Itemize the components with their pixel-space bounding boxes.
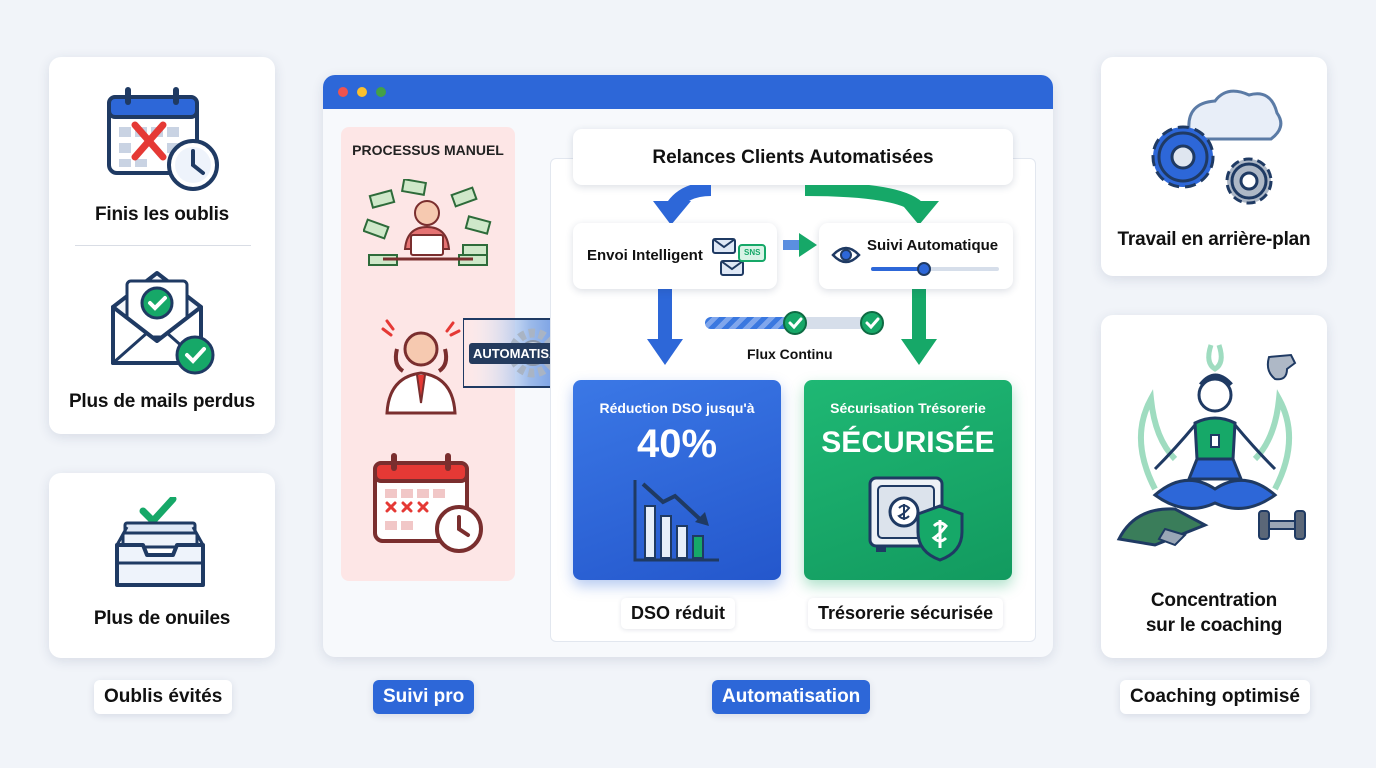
- calendar-overdue-icon: [373, 453, 485, 557]
- mail-sms-icon: [711, 235, 767, 279]
- follow-progress-track: [871, 267, 999, 271]
- card-title-oublis: Finis les oublis: [94, 204, 230, 225]
- bottom-label-coaching: Coaching optimisé: [1120, 680, 1310, 714]
- follow-automatic-label: Suivi Automatique: [867, 237, 999, 254]
- dso-card: Réduction DSO jusqu'à 40%: [573, 380, 781, 580]
- window-minimize-dot[interactable]: [357, 87, 367, 97]
- card-oublis-mails: Finis les oublis Plus de mails perdus: [49, 57, 275, 434]
- card-title-mails: Plus de mails perdus: [68, 391, 256, 412]
- flow-header: Relances Clients Automatisées: [573, 129, 1013, 185]
- send-intelligent-label: Envoi Intelligent: [587, 247, 703, 264]
- stressed-worker-money-icon: [363, 179, 493, 279]
- card-title-coaching-line1: Concentration: [1150, 590, 1278, 611]
- browser-window: PROCESSUS MANUEL: [323, 75, 1053, 657]
- follow-progress-fill: [871, 267, 925, 271]
- stressed-person-icon: [373, 315, 469, 415]
- bottom-label-automatisation: Automatisation: [712, 680, 871, 714]
- card-coaching: Concentration sur le coaching: [1101, 315, 1327, 658]
- declining-bar-chart-icon: [631, 476, 723, 566]
- flux-label: Flux Continu: [747, 346, 833, 362]
- flow-header-title: Relances Clients Automatisées: [652, 147, 934, 168]
- treasury-card: Sécurisation Trésorerie SÉCURISÉE: [804, 380, 1012, 580]
- flux-check-icon-1: [782, 310, 808, 336]
- card-background-work: Travail en arrière-plan: [1101, 57, 1327, 276]
- divider: [75, 245, 251, 246]
- window-maximize-dot[interactable]: [376, 87, 386, 97]
- card-title-background-work: Travail en arrière-plan: [1117, 229, 1311, 250]
- calendar-clock-icon: [105, 85, 221, 195]
- flow-arrows: [623, 185, 973, 375]
- envelope-check-icon: [107, 267, 219, 377]
- follow-automatic-box: Suivi Automatique: [819, 223, 1013, 289]
- send-intelligent-box: Envoi Intelligent SNS: [573, 223, 777, 289]
- manual-process-label: PROCESSUS MANUEL: [352, 142, 504, 158]
- card-title-coaching-line2: sur le coaching: [1145, 615, 1283, 636]
- window-close-dot[interactable]: [338, 87, 348, 97]
- meditating-coach-icon: [1115, 339, 1315, 565]
- dso-label: DSO réduit: [621, 598, 736, 629]
- treasury-label: Trésorerie sécurisée: [808, 598, 1004, 629]
- bottom-label-suivi-pro: Suivi pro: [373, 680, 475, 714]
- sns-badge-text: SNS: [744, 248, 761, 257]
- treasury-value: SÉCURISÉE: [821, 426, 995, 459]
- dso-caption: Réduction DSO jusqu'à: [599, 400, 755, 416]
- flux-check-icon-2: [859, 310, 885, 336]
- window-titlebar: [323, 75, 1053, 109]
- safe-shield-icon: [866, 472, 966, 564]
- bottom-label-oublis: Oublis évités: [94, 680, 233, 714]
- follow-progress-knob[interactable]: [917, 262, 931, 276]
- dso-value: 40%: [636, 422, 718, 466]
- inbox-tray-icon: [113, 497, 213, 593]
- card-onuiles: Plus de onuiles: [49, 473, 275, 658]
- gears-cloud-icon: [1143, 83, 1287, 211]
- card-title-onuiles: Plus de onuiles: [93, 608, 231, 629]
- eye-icon: [831, 245, 861, 265]
- treasury-caption: Sécurisation Trésorerie: [830, 400, 986, 416]
